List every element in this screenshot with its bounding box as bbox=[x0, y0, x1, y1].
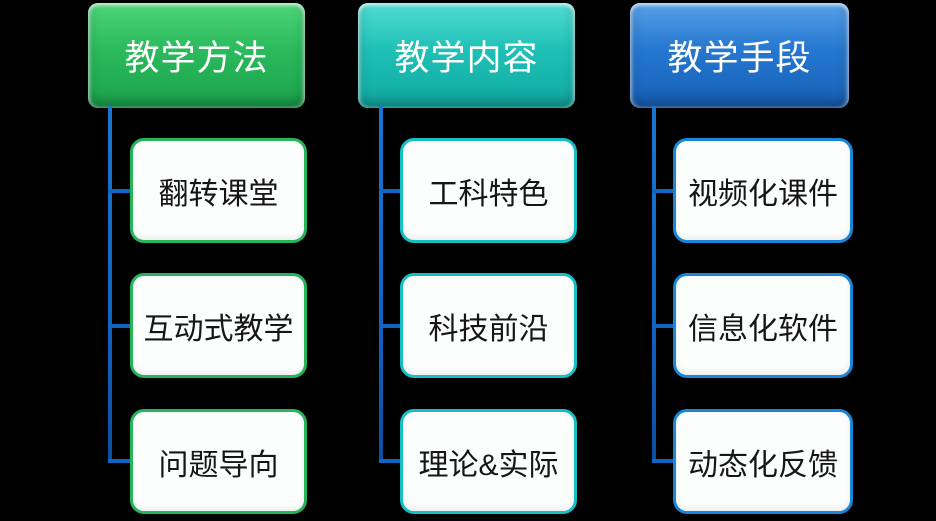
node-box-flipped-classroom: 翻转课堂 bbox=[130, 138, 307, 243]
node-box-engineering-features: 工科特色 bbox=[400, 138, 577, 243]
node-label: 互动式教学 bbox=[143, 312, 294, 346]
connector-branch-line bbox=[652, 459, 673, 463]
connector-branch-line bbox=[108, 459, 130, 463]
connector-branch-line bbox=[379, 459, 401, 463]
node-label: 翻转课堂 bbox=[158, 177, 279, 211]
connector-branch-line bbox=[108, 189, 130, 193]
connector-trunk-line bbox=[379, 106, 383, 463]
connector-trunk-line bbox=[108, 106, 112, 463]
connector-branch-line bbox=[652, 324, 673, 328]
connector-branch-line bbox=[379, 324, 401, 328]
header-box-teaching-methods: 教学方法 bbox=[88, 3, 305, 108]
header-box-teaching-content: 教学内容 bbox=[358, 3, 575, 108]
node-label: 动态化反馈 bbox=[688, 448, 838, 482]
header-box-teaching-means: 教学手段 bbox=[630, 3, 849, 108]
node-box-tech-frontier: 科技前沿 bbox=[400, 273, 577, 378]
node-label: 科技前沿 bbox=[428, 312, 549, 346]
node-label: 工科特色 bbox=[428, 177, 549, 211]
connector-branch-line bbox=[379, 189, 401, 193]
node-label: 问题导向 bbox=[158, 448, 279, 482]
header-label: 教学手段 bbox=[667, 39, 812, 78]
node-box-theory-and-practice: 理论&实际 bbox=[400, 409, 577, 514]
node-label: 视频化课件 bbox=[688, 177, 838, 211]
node-box-dynamic-feedback: 动态化反馈 bbox=[673, 409, 853, 514]
header-label: 教学方法 bbox=[124, 39, 269, 78]
connector-branch-line bbox=[652, 189, 673, 193]
node-box-interactive-teaching: 互动式教学 bbox=[130, 273, 307, 378]
node-box-information-software: 信息化软件 bbox=[673, 273, 853, 378]
node-label: 理论&实际 bbox=[418, 448, 559, 482]
header-label: 教学内容 bbox=[394, 39, 539, 78]
connector-trunk-line bbox=[652, 106, 656, 463]
node-box-video-courseware: 视频化课件 bbox=[673, 138, 853, 243]
node-label: 信息化软件 bbox=[688, 312, 838, 346]
connector-branch-line bbox=[108, 324, 130, 328]
node-box-problem-oriented: 问题导向 bbox=[130, 409, 307, 514]
